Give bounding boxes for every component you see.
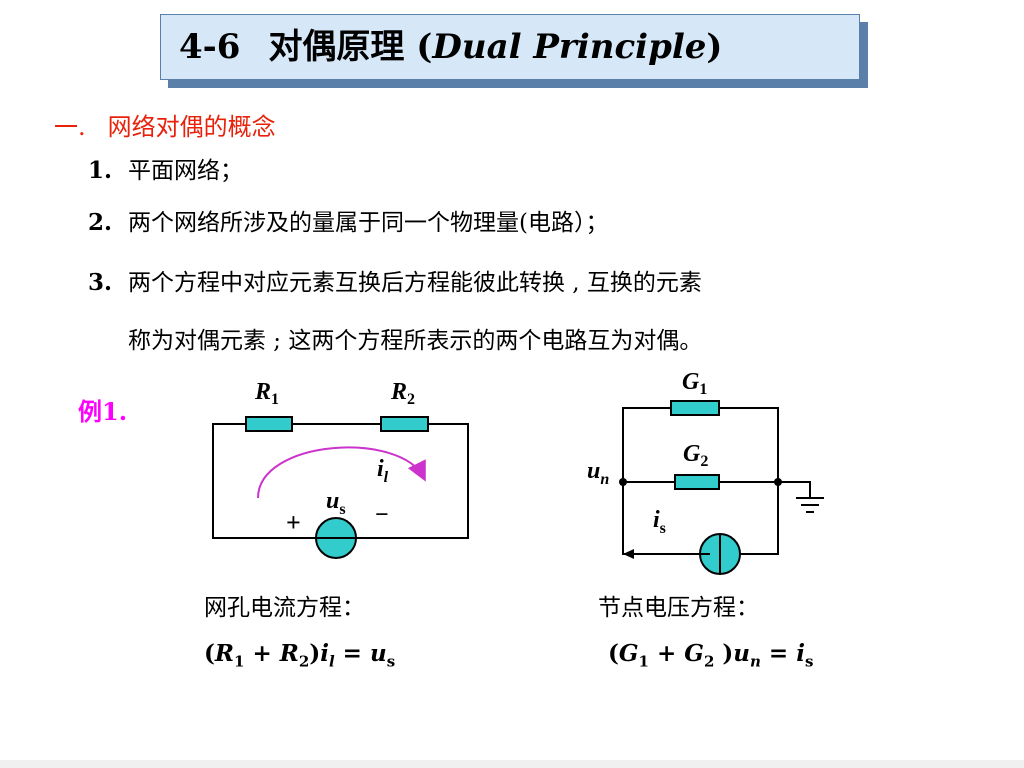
- r1-resistor: [245, 416, 293, 432]
- bottom-strip: [0, 760, 1024, 768]
- item-number: 2.: [88, 209, 113, 236]
- example-label: 例1.: [78, 397, 128, 426]
- g1-label: G1: [682, 369, 707, 398]
- r2-resistor: [380, 416, 429, 432]
- title-en: Dual Principle: [432, 27, 707, 67]
- right-circuit: G1 G2 un is: [587, 369, 824, 575]
- section-label: 一.: [54, 113, 86, 141]
- left-circuit: R1 R2 il us + −: [212, 379, 469, 559]
- mesh-current-arrow: [257, 446, 426, 499]
- left-wire: [212, 423, 469, 539]
- r2-label: R2: [390, 379, 415, 408]
- title-close: ): [706, 27, 723, 67]
- item-number: 1.: [88, 157, 113, 184]
- item-text: 两个网络所涉及的量属于同一个物理量(电路）；: [128, 210, 609, 236]
- g1-conductor: [670, 400, 720, 416]
- title-number: 4-6: [179, 27, 241, 67]
- page-title: 4-6 对偶原理 (Dual Principle): [179, 27, 723, 67]
- list-item-3: 3. 两个方程中对应元素互换后方程能彼此转换 , 互换的元素: [88, 268, 702, 298]
- is-label: is: [653, 507, 666, 537]
- node-equation: (G1 + G2 )un = is: [608, 640, 814, 671]
- g2-conductor: [674, 474, 720, 490]
- current-arrowhead: [623, 549, 634, 559]
- un-label: un: [587, 458, 609, 488]
- us-label: us: [326, 488, 346, 518]
- section-text: 网络对偶的概念: [107, 113, 276, 141]
- item-text: 两个方程中对应元素互换后方程能彼此转换 , 互换的元素: [128, 270, 702, 296]
- node-right: [774, 478, 782, 486]
- plus-sign: +: [286, 508, 301, 537]
- node-equation-label: 节点电压方程：: [598, 595, 759, 621]
- item-text: 平面网络；: [128, 158, 243, 184]
- title-box: 4-6 对偶原理 (Dual Principle): [160, 14, 860, 80]
- title-cn: 对偶原理 (: [268, 27, 433, 67]
- list-item-3-cont: 称为对偶元素 ; 这两个方程所表示的两个电路互为对偶。: [128, 328, 703, 354]
- item-number: 3.: [88, 269, 113, 296]
- il-label: il: [377, 456, 389, 486]
- list-item-2: 2. 两个网络所涉及的量属于同一个物理量(电路）；: [88, 208, 608, 238]
- mesh-equation-label: 网孔电流方程：: [204, 595, 365, 621]
- section-heading: 一. 网络对偶的概念: [54, 112, 276, 142]
- list-item-1: 1. 平面网络；: [88, 156, 243, 186]
- minus-sign: −: [375, 502, 389, 528]
- g2-label: G2: [683, 441, 708, 470]
- node-left: [619, 478, 627, 486]
- ground-symbol: [796, 497, 824, 513]
- r1-label: R1: [254, 379, 279, 408]
- mesh-equation: (R1 + R2)il = us: [204, 640, 396, 671]
